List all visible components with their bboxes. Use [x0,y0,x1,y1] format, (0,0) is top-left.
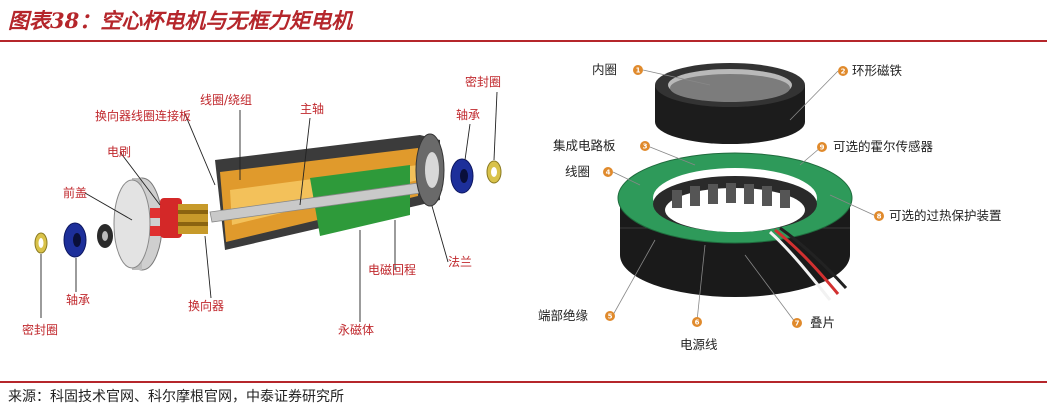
label-permanent-magnet: 永磁体 [338,322,374,337]
badge-3: 3 [640,141,650,151]
svg-text:7: 7 [795,320,800,328]
svg-text:5: 5 [608,313,613,321]
frameless-motor-diagram: 1 2 3 4 5 6 7 8 9 内圈 环形磁铁 集成电路板 线圈 端部绝缘 … [538,62,1002,352]
bottom-divider [0,381,1047,383]
badge-4: 4 [603,167,613,177]
badge-5: 5 [605,311,615,321]
label-commutator: 换向器 [188,298,224,313]
coreless-motor-diagram: 密封圈 轴承 主轴 线圈/绕组 换向器线圈连接板 电刷 前盖 法兰 电磁回程 轴… [22,74,502,337]
bearing-right-part [450,158,474,194]
label-coil: 线圈 [565,164,590,179]
badge-8: 8 [874,211,884,221]
source-note: 来源：科固技术官网、科尔摩根官网，中泰证券研究所 [8,389,344,405]
top-divider [0,40,1047,42]
front-cover-part [113,177,164,271]
badge-2: 2 [838,66,848,76]
label-end-insulation: 端部绝缘 [538,308,589,323]
left-leader-lines [40,91,498,322]
label-seal-left: 密封圈 [22,322,58,337]
svg-text:2: 2 [841,68,846,76]
label-thermal-protection: 可选的过热保护装置 [889,208,1002,223]
label-commutator-coil-board: 换向器线圈连接板 [95,108,191,123]
bearing-left-part [63,222,87,258]
motor-housing-part [209,133,445,250]
svg-text:6: 6 [695,319,700,327]
label-bearing-right: 轴承 [456,107,480,122]
label-main-shaft: 主轴 [300,101,324,116]
svg-text:9: 9 [820,144,825,152]
label-bearing-left: 轴承 [66,292,90,307]
badge-1: 1 [633,65,643,75]
power-wires-part [768,226,848,301]
right-leader-lines [612,69,877,323]
svg-text:8: 8 [877,213,882,221]
pcb-ring-part [617,152,853,244]
svg-text:3: 3 [643,143,648,151]
figure-title: 图表38：空心杯电机与无框力矩电机 [8,8,353,33]
badge-6: 6 [692,317,702,327]
label-power-cable: 电源线 [680,337,718,352]
badge-7: 7 [792,318,802,328]
label-hall-sensor: 可选的霍尔传感器 [833,139,934,154]
label-laminations: 叠片 [810,315,835,330]
svg-text:4: 4 [606,169,611,177]
label-flange: 法兰 [448,255,472,269]
label-brush: 电刷 [107,145,131,159]
badge-9: 9 [817,142,827,152]
label-front-cover: 前盖 [63,185,87,200]
ring-magnet-part [655,63,805,144]
seal-ring-right-part [486,160,502,184]
seal-ring-left-part [34,232,48,254]
label-coil-winding: 线圈/绕组 [200,93,252,107]
svg-text:1: 1 [636,67,641,75]
label-integrated-circuit-board: 集成电路板 [553,138,616,153]
commutator-part [160,198,208,238]
washer-part [97,224,113,248]
label-inner-ring: 内圈 [592,62,617,77]
label-magnetic-return: 电磁回程 [368,262,416,277]
label-ring-magnet: 环形磁铁 [852,63,903,78]
label-seal-right: 密封圈 [465,74,501,89]
